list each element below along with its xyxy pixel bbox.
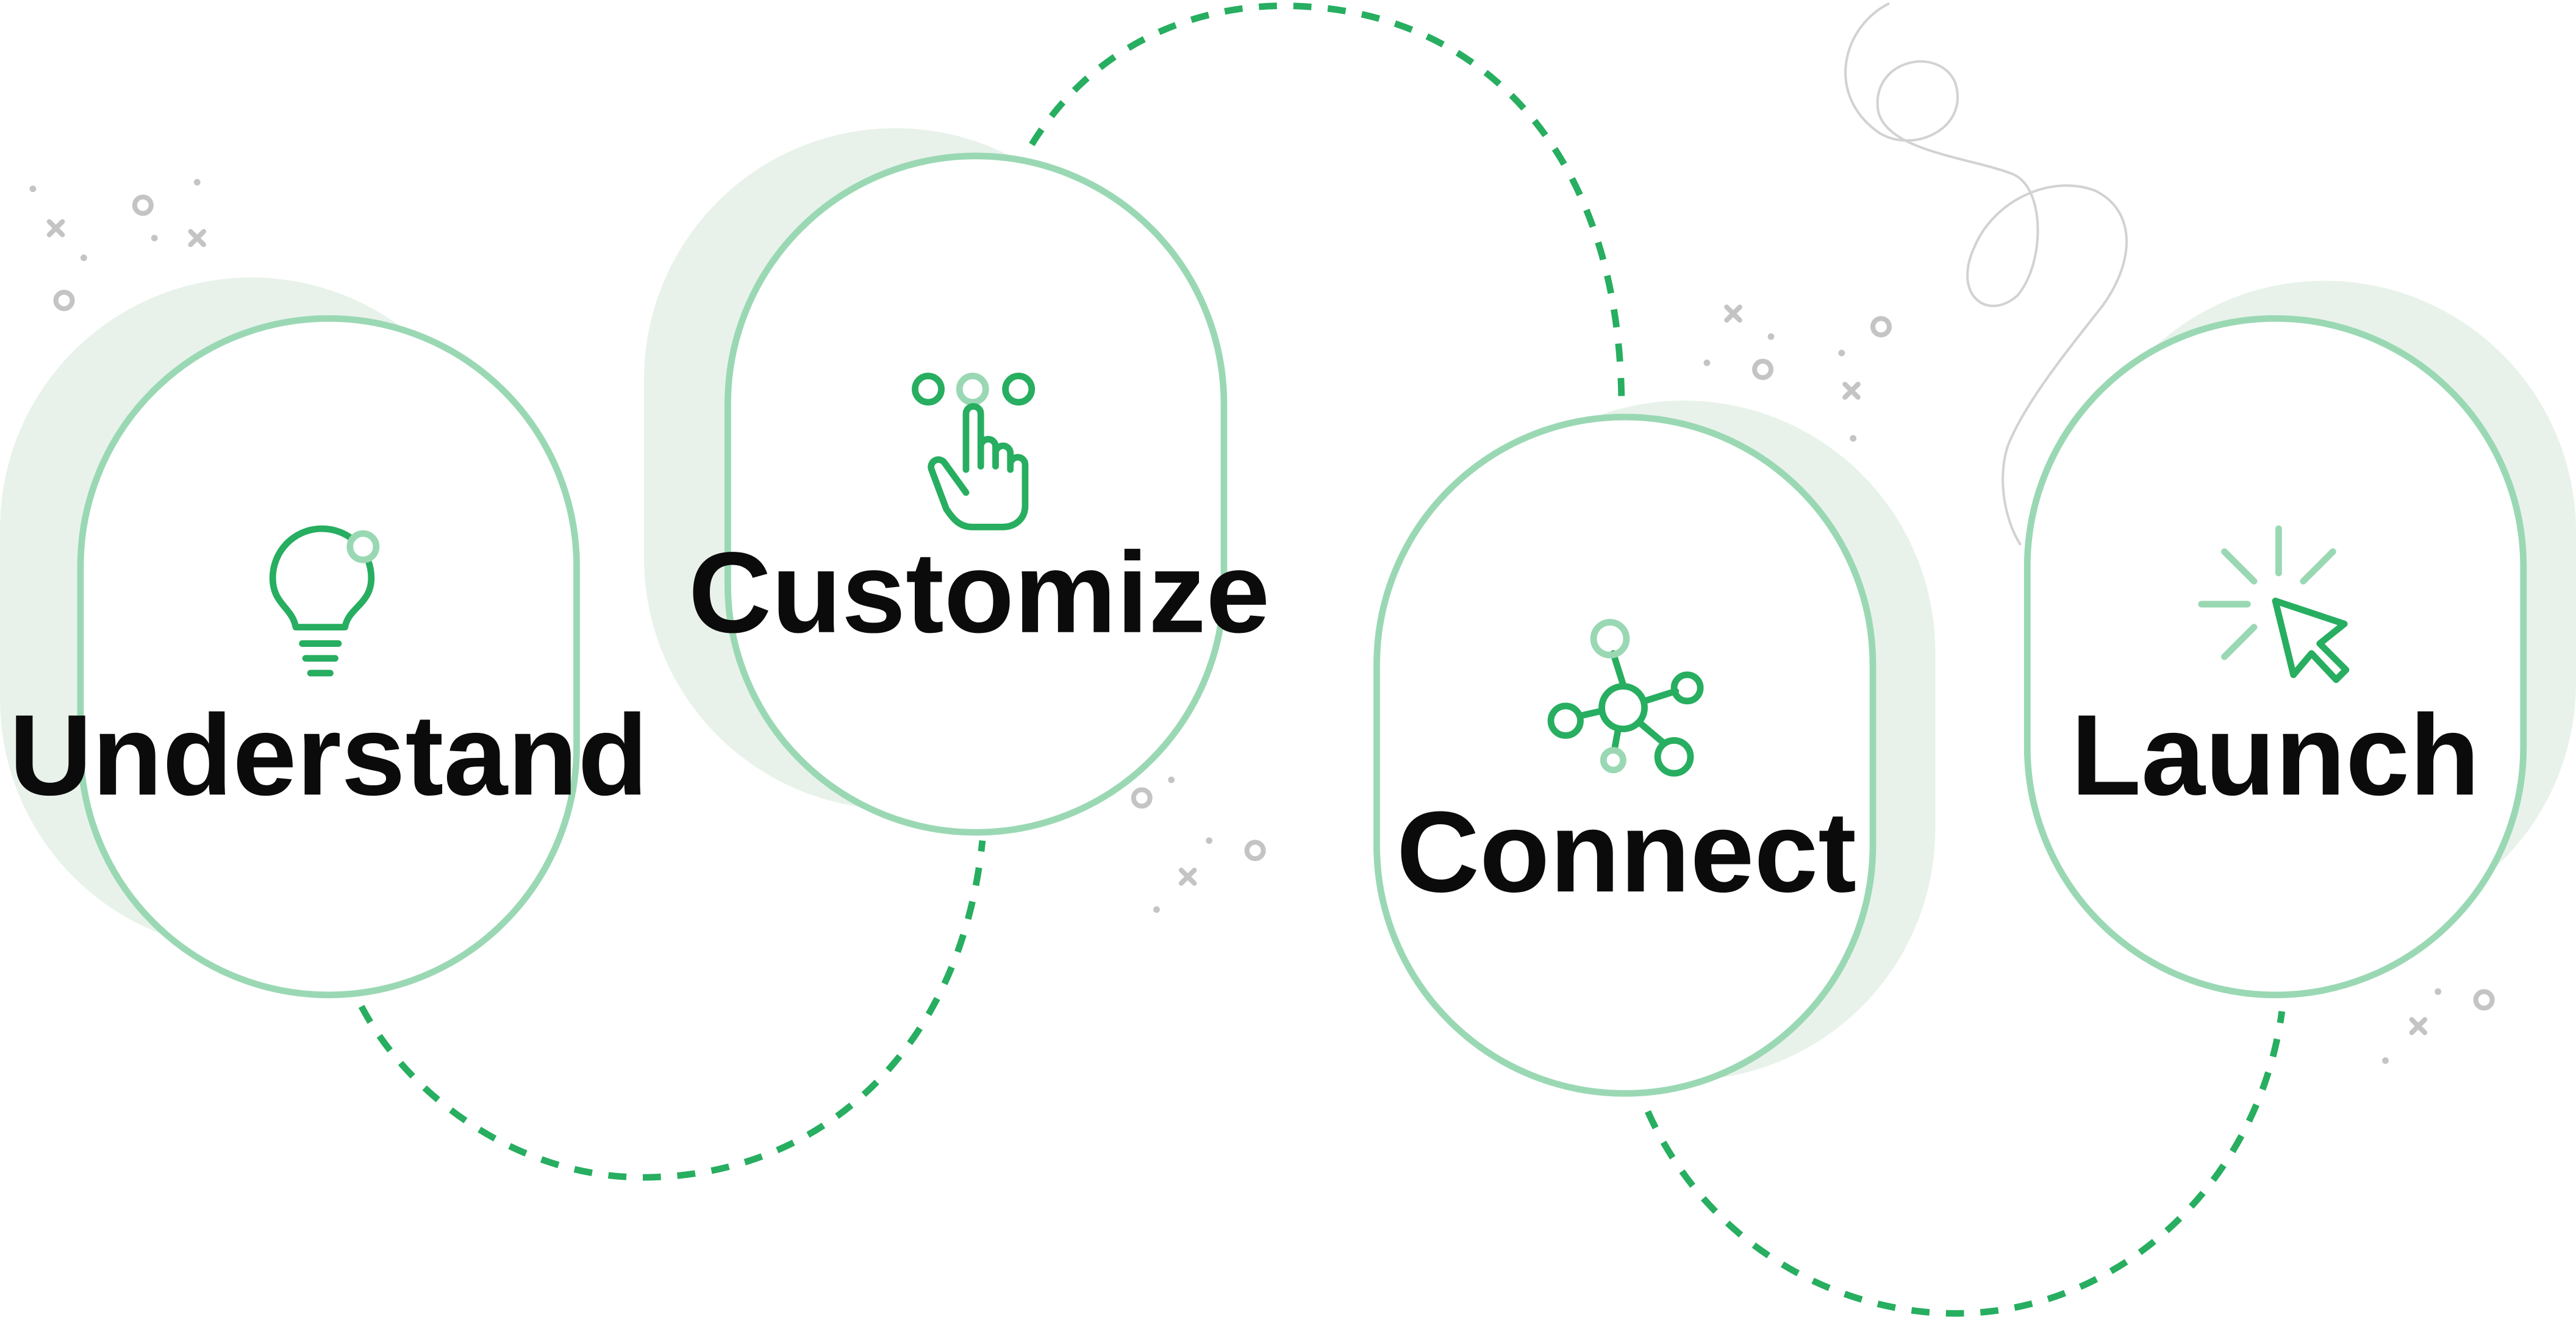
hand-option-dot-selected — [956, 373, 989, 406]
sparkle-dot — [1703, 359, 1711, 366]
sparkle-dot — [193, 179, 201, 186]
squiggle-doodle — [1844, 2, 2128, 546]
hand-shape — [928, 403, 1029, 530]
sparkle-dot — [1206, 837, 1213, 844]
connector-connect-launch — [1645, 1011, 2286, 1317]
sparkle-dot — [1767, 333, 1775, 340]
step-label-launch: Launch — [2071, 690, 2480, 819]
sparkle-ring — [1244, 840, 1266, 862]
hand-option-dot — [1002, 373, 1036, 406]
sparkle-dot — [1850, 435, 1857, 442]
network-edge — [1641, 688, 1680, 705]
pill-launch[interactable] — [2023, 315, 2527, 999]
step-label-connect: Connect — [1397, 787, 1856, 916]
sparkle-dot — [1168, 776, 1175, 783]
sparkle-dot — [29, 185, 37, 193]
cursor-arrow — [2272, 598, 2350, 683]
sparkle-cross — [1724, 304, 1742, 323]
sparkle-cross — [2409, 1017, 2428, 1035]
lightbulb-bulb — [269, 525, 375, 631]
pointing-hand-icon — [912, 373, 1036, 530]
click-ray — [2221, 548, 2258, 585]
sparkle-dot — [1838, 349, 1845, 357]
sparkle-dot — [2382, 1057, 2389, 1064]
network-nodes-icon — [1547, 619, 1704, 777]
sparkle-ring — [53, 290, 75, 312]
network-node — [1590, 619, 1630, 658]
pill-customize[interactable] — [724, 152, 1228, 836]
sparkle-ring — [1131, 787, 1153, 809]
step-pills — [77, 152, 2527, 1097]
step-label-understand: Understand — [9, 690, 648, 819]
connector-customize-connect — [1029, 2, 1625, 399]
lightbulb-icon — [269, 525, 380, 677]
network-node — [1670, 671, 1704, 705]
step-label-customize: Customize — [689, 528, 1270, 657]
sparkle-decorations — [46, 194, 2495, 1035]
sparkle-dot — [151, 235, 158, 241]
sparkle-ring — [1870, 316, 1892, 338]
step-labels: Understand Customize Connect Launch — [9, 528, 2480, 916]
cursor-click-icon — [2198, 525, 2350, 683]
sparkle-dot — [80, 254, 87, 262]
connector-understand-customize — [358, 840, 986, 1181]
network-edge — [1637, 721, 1666, 746]
click-ray — [2221, 624, 2258, 660]
lightbulb-spark — [346, 530, 380, 563]
network-node — [1547, 702, 1584, 739]
sparkle-cross — [46, 219, 65, 238]
click-ray — [2300, 548, 2336, 585]
sparkle-cross — [1842, 382, 1861, 400]
sparkle-dots — [29, 179, 2442, 1064]
sparkle-ring — [2473, 989, 2495, 1011]
hand-option-dot — [912, 373, 945, 406]
network-edge — [1611, 726, 1622, 751]
network-edge — [1577, 707, 1605, 719]
sparkle-ring — [132, 194, 154, 216]
network-node — [1654, 737, 1694, 777]
sparkle-dot — [2435, 988, 2442, 995]
click-rays — [2198, 525, 2336, 660]
sparkle-dot — [1153, 906, 1160, 913]
sparkle-cross — [188, 229, 207, 248]
network-node — [1600, 747, 1626, 774]
network-hub-node — [1598, 683, 1648, 732]
network-edge — [1609, 650, 1626, 688]
sparkle-cross — [1178, 868, 1197, 886]
dashed-connectors — [358, 2, 2286, 1317]
sparkle-ring — [1752, 359, 1774, 380]
